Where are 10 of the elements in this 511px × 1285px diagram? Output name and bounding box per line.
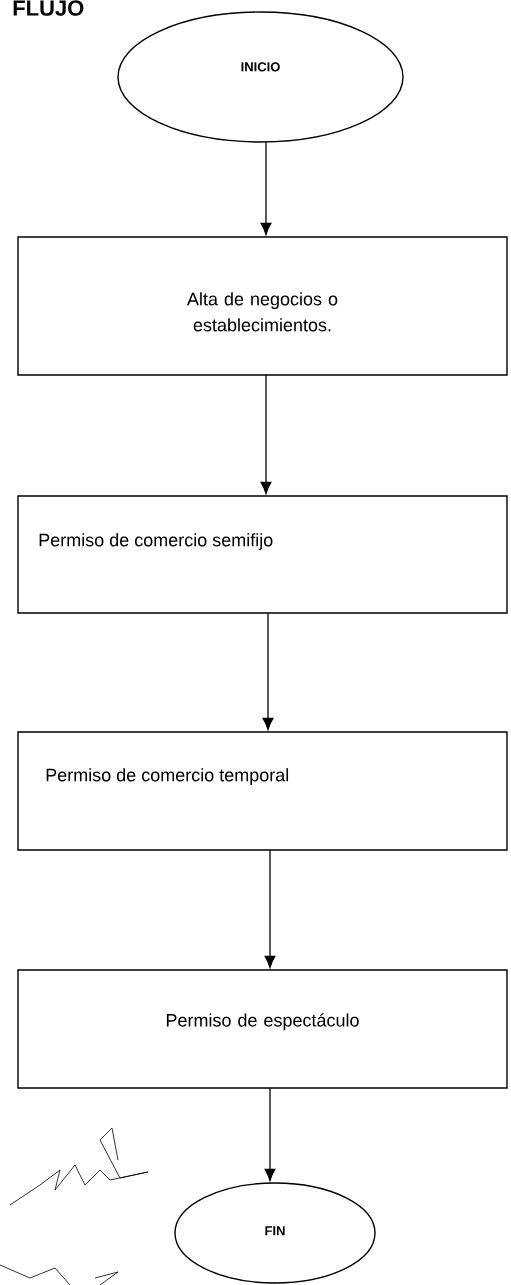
process-box: Permiso de comercio temporal bbox=[17, 731, 508, 851]
process-box: Permiso de espectáculo bbox=[17, 969, 508, 1089]
arrow bbox=[264, 1087, 276, 1182]
arrow bbox=[264, 849, 276, 969]
title: FLUJO bbox=[13, 0, 84, 16]
arrow bbox=[260, 141, 272, 236]
process-box: Permiso de comercio semifijo bbox=[17, 495, 508, 614]
arrow bbox=[262, 612, 274, 731]
arrow bbox=[260, 374, 272, 495]
process-box: Alta de negocios o establecimientos. bbox=[17, 236, 508, 376]
